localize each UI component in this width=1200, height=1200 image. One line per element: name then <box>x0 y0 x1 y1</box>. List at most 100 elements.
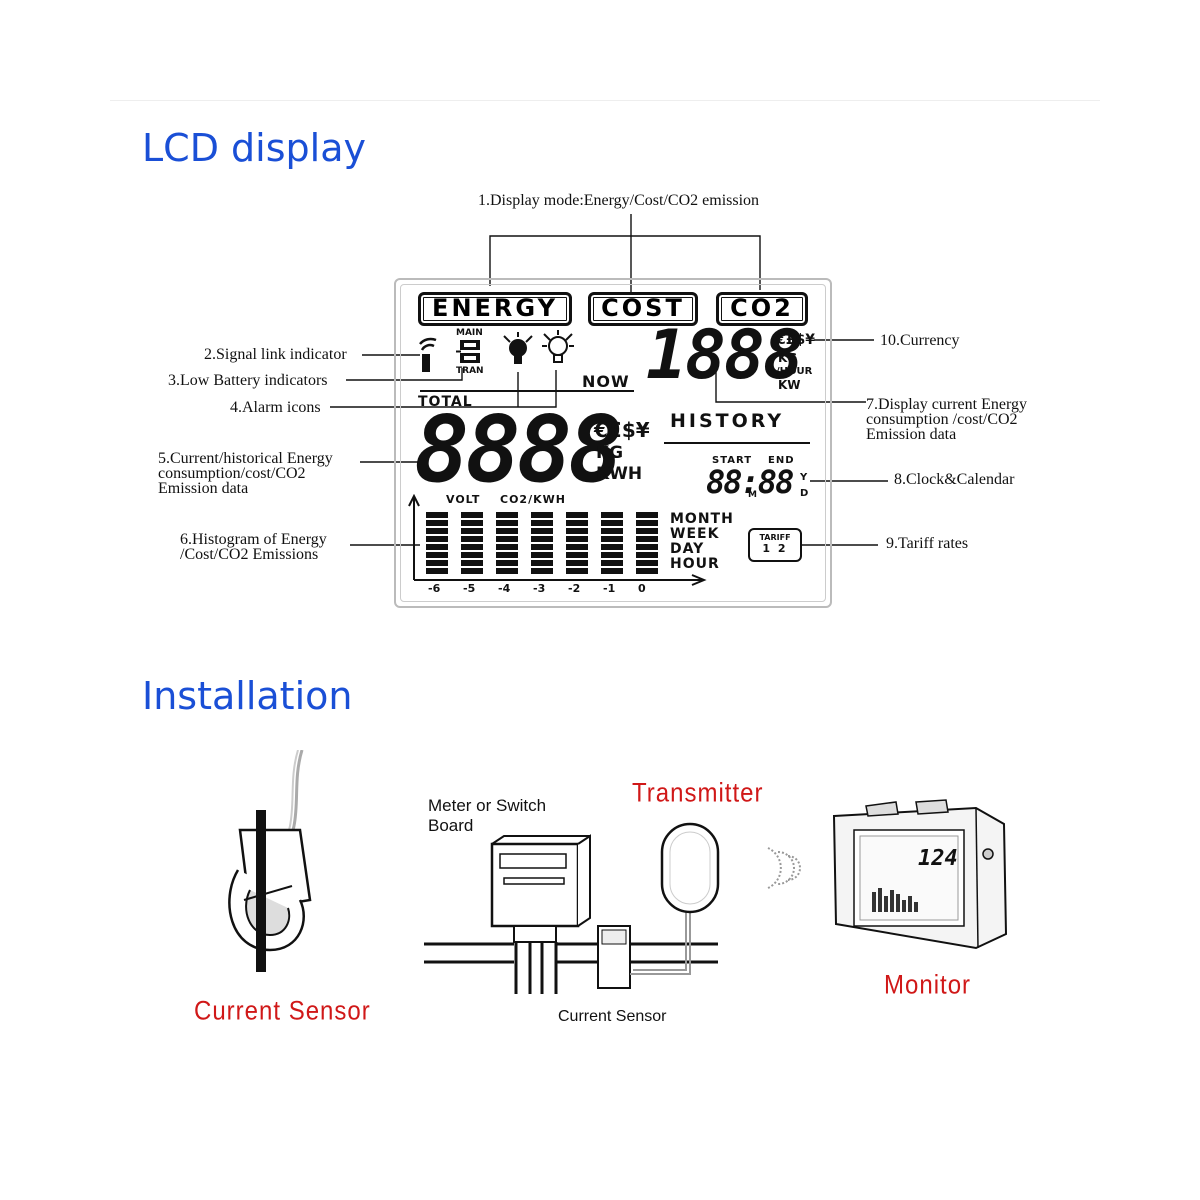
current-sensor-illustration <box>228 750 312 972</box>
histogram-segment <box>496 528 518 534</box>
meter-label-line1: Meter or Switch <box>428 796 547 815</box>
total-value-digits: 8888 <box>414 396 624 503</box>
histogram-segment <box>601 528 623 534</box>
histogram-y-arrow <box>408 494 420 507</box>
period-day: DAY <box>670 541 705 557</box>
histogram-segment <box>531 512 553 518</box>
histogram-segment <box>601 552 623 558</box>
callout-clock: 8.Clock&Calendar <box>894 471 1015 488</box>
monitor-label: Monitor <box>884 970 972 1001</box>
histogram-segment <box>496 536 518 542</box>
callout-energy-line2: consumption/cost/CO2 <box>158 465 306 482</box>
histogram-segment <box>636 552 658 558</box>
histogram-segment <box>601 560 623 566</box>
histogram-segment <box>566 512 588 518</box>
histogram-segment <box>601 568 623 574</box>
histogram-segment <box>566 568 588 574</box>
transmitter-label: Transmitter <box>632 778 764 809</box>
histogram-segment <box>531 544 553 550</box>
histogram-x-arrow <box>691 574 707 586</box>
callout-histogram-line2: /Cost/CO2 Emissions <box>180 546 319 563</box>
histogram-segment <box>496 560 518 566</box>
mode-energy-box: ENERGY <box>418 292 572 326</box>
period-hour: HOUR <box>670 556 720 572</box>
histogram-segment <box>531 560 553 566</box>
histogram-segment <box>426 520 448 526</box>
clock-m-label: M <box>748 490 757 500</box>
histogram-segment <box>426 568 448 574</box>
histogram-segment <box>636 560 658 566</box>
histogram-segment <box>496 512 518 518</box>
histogram-tick-label: -3 <box>533 582 546 595</box>
total-divider <box>420 390 634 392</box>
meter-label: Meter or Switch Board <box>428 796 546 836</box>
histogram-segment <box>636 512 658 518</box>
period-month: MONTH <box>670 511 734 527</box>
start-label: START <box>712 455 753 466</box>
histogram-segment <box>496 552 518 558</box>
histogram-segment <box>636 568 658 574</box>
histogram-segment <box>426 544 448 550</box>
callout-low-battery: 3.Low Battery indicators <box>168 372 328 389</box>
callout-current-line3: Emission data <box>866 426 957 443</box>
histogram-segment <box>496 520 518 526</box>
histogram-segment <box>426 512 448 518</box>
callout-display-mode: 1.Display mode:Energy/Cost/CO2 emission <box>478 192 760 209</box>
histogram-segment <box>601 512 623 518</box>
now-label: NOW <box>582 372 630 391</box>
histogram-tick-label: -1 <box>603 582 616 595</box>
transmitter-device <box>660 822 720 914</box>
current-sensor-small-label: Current Sensor <box>558 1008 667 1025</box>
mode-co2-box: CO2 <box>716 292 808 326</box>
histogram-segment <box>426 528 448 534</box>
histogram-segment <box>566 552 588 558</box>
histogram-segment <box>531 552 553 558</box>
histogram-segment <box>636 528 658 534</box>
alarm-bulb-outline-icon <box>542 330 574 363</box>
tariff-box: TARIFF 1 2 <box>748 528 802 562</box>
histogram-segment <box>461 560 483 566</box>
history-divider <box>664 442 810 444</box>
histogram-tick-label: -5 <box>463 582 476 595</box>
histogram-chart <box>408 494 664 581</box>
histogram-tick-label: -4 <box>498 582 511 595</box>
current-sensor-label: Current Sensor <box>194 996 371 1027</box>
histogram-segment <box>601 536 623 542</box>
callout-alarm-icons: 4.Alarm icons <box>230 399 321 416</box>
installation-wiring-diagram <box>424 834 718 994</box>
histogram-tick-label: -2 <box>568 582 581 595</box>
histogram-segment <box>566 536 588 542</box>
currency-symbols-big: €£$¥ <box>594 418 650 442</box>
histogram-segment <box>566 520 588 526</box>
top-divider <box>110 100 1100 101</box>
callout-signal-link: 2.Signal link indicator <box>204 346 347 363</box>
callout-current-energy: 7.Display current Energy consumption /co… <box>866 397 1027 443</box>
histogram-segment <box>531 536 553 542</box>
lcd-display-title: LCD display <box>142 126 366 170</box>
installation-title: Installation <box>142 674 353 718</box>
tariff-label: TARIFF <box>759 533 791 542</box>
histogram-segment <box>426 552 448 558</box>
histogram-segment <box>461 536 483 542</box>
volt-label: VOLT <box>446 493 481 506</box>
lcd-panel <box>394 278 832 608</box>
signal-icon <box>419 337 437 372</box>
histogram-segment <box>636 536 658 542</box>
histogram-segment <box>461 568 483 574</box>
histogram-segment <box>496 544 518 550</box>
clock-y-label: Y <box>800 472 808 483</box>
histogram-segment <box>636 544 658 550</box>
meter-label-line2: Board <box>428 816 474 835</box>
history-label: HISTORY <box>670 410 785 432</box>
histogram-segment <box>566 544 588 550</box>
histogram-segment <box>566 528 588 534</box>
unit-kwh-big: KWH <box>596 464 643 484</box>
histogram-segment <box>531 568 553 574</box>
clock-digits: 88:88 <box>706 463 794 501</box>
unit-hour-small: /HOUR <box>776 366 813 377</box>
total-label: TOTAL <box>418 394 473 410</box>
callout-energy-data: 5.Current/historical Energy consumption/… <box>158 451 333 497</box>
unit-kg-small: KG <box>778 351 798 365</box>
alarm-bulb-icon <box>503 332 533 364</box>
